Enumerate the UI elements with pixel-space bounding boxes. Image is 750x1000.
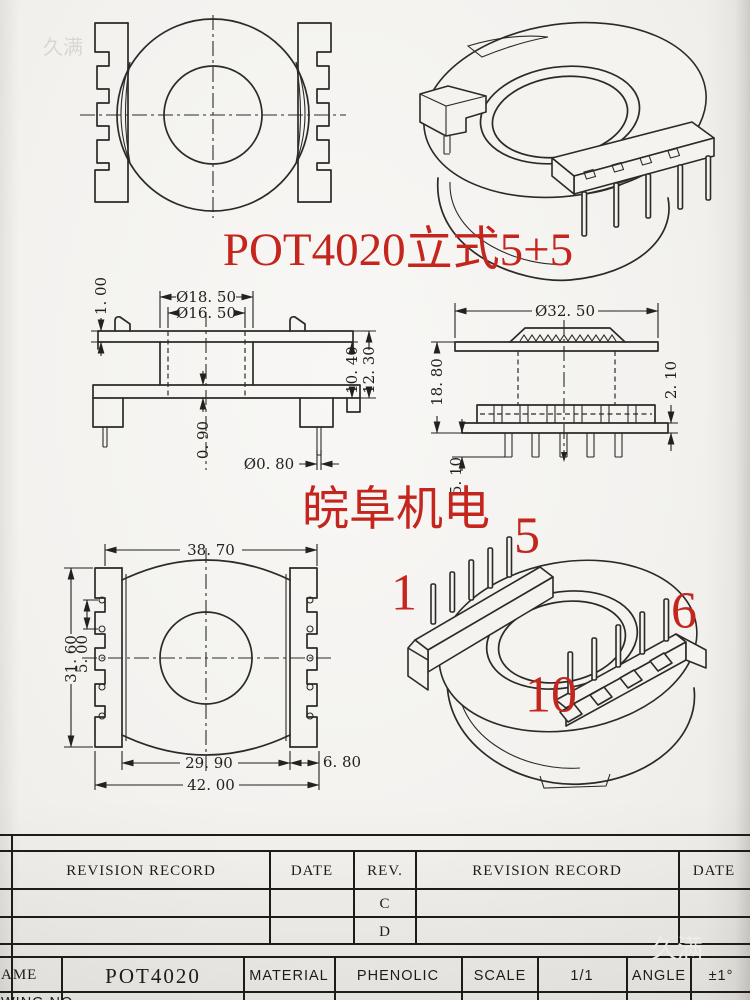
revision-record-left-header: REVISION RECORD bbox=[66, 863, 216, 879]
name-label: AME bbox=[1, 967, 37, 983]
iso-view-bottom-drawing bbox=[407, 536, 707, 789]
watermark-top-left: 久满 bbox=[43, 36, 83, 59]
title-block: REVISION RECORD DATE REV. REVISION RECOR… bbox=[0, 834, 750, 1000]
scale-label: SCALE bbox=[474, 968, 527, 984]
dim-side-outer-dia: Ø32. 50 bbox=[535, 302, 595, 320]
dim-base-thickness: 0. 90 bbox=[194, 421, 212, 459]
dim-top-height: 31. 60 bbox=[62, 635, 80, 683]
title-block-grid bbox=[0, 834, 750, 1000]
pin-number-6: 6 bbox=[671, 583, 697, 640]
drawing-no-partial-label: WING NO bbox=[1, 995, 73, 1000]
dim-width-total: 42. 00 bbox=[187, 776, 235, 794]
section-view-drawing: 1. 00 Ø18. 50 Ø16. 50 10. 40 12. 30 0. 9… bbox=[91, 277, 378, 473]
dim-base-lip: 2. 10 bbox=[662, 361, 680, 399]
brand-text: 皖阜机电 bbox=[302, 484, 490, 536]
side-view-drawing: Ø32. 50 18. 80 5. 10 2. 10 bbox=[428, 302, 680, 495]
material-value: PHENOLIC bbox=[357, 968, 439, 984]
dim-side-height: 18. 80 bbox=[428, 358, 446, 406]
dim-pin-length: 5. 10 bbox=[447, 457, 465, 495]
rev-row-c: C bbox=[379, 896, 390, 912]
dim-pin-dia: Ø0. 80 bbox=[244, 455, 294, 473]
scale-value: 1/1 bbox=[570, 968, 593, 984]
part-name: POT4020 bbox=[105, 964, 201, 988]
dim-width-core: 29. 90 bbox=[185, 754, 233, 772]
dim-flange-thickness: 1. 00 bbox=[92, 277, 110, 315]
pin-number-5: 5 bbox=[514, 508, 540, 565]
pin-number-1: 1 bbox=[391, 565, 417, 622]
rev-header: REV. bbox=[367, 863, 403, 879]
watermark-bottom-right: 久满 bbox=[651, 935, 703, 964]
material-label: MATERIAL bbox=[249, 968, 328, 984]
dim-pin-pitch: 5. 00 bbox=[73, 635, 91, 673]
dim-total-height: 12. 30 bbox=[360, 346, 378, 394]
dim-outer-dia: Ø18. 50 bbox=[176, 288, 236, 306]
dim-tab-width: 6. 80 bbox=[323, 753, 361, 771]
dim-inner-dia: Ø16. 50 bbox=[176, 304, 236, 322]
revision-record-right-header: REVISION RECORD bbox=[472, 863, 622, 879]
date-right-header: DATE bbox=[693, 863, 735, 879]
rev-row-d: D bbox=[379, 924, 391, 940]
iso-view-top-drawing bbox=[419, 21, 715, 282]
front-view-drawing bbox=[80, 15, 346, 218]
pin-number-10: 10 bbox=[525, 667, 577, 724]
top-view-drawing: 38. 70 31. 60 5. 00 29. 90 6. 80 42. 00 bbox=[62, 541, 361, 794]
angle-value: ±1° bbox=[709, 968, 734, 984]
angle-label: ANGLE bbox=[632, 968, 686, 984]
date-left-header: DATE bbox=[291, 863, 333, 879]
drawing-title: POT4020立式5+5 bbox=[223, 224, 573, 276]
dim-window-height: 10. 40 bbox=[343, 346, 361, 394]
dim-width-inner: 38. 70 bbox=[187, 541, 235, 559]
